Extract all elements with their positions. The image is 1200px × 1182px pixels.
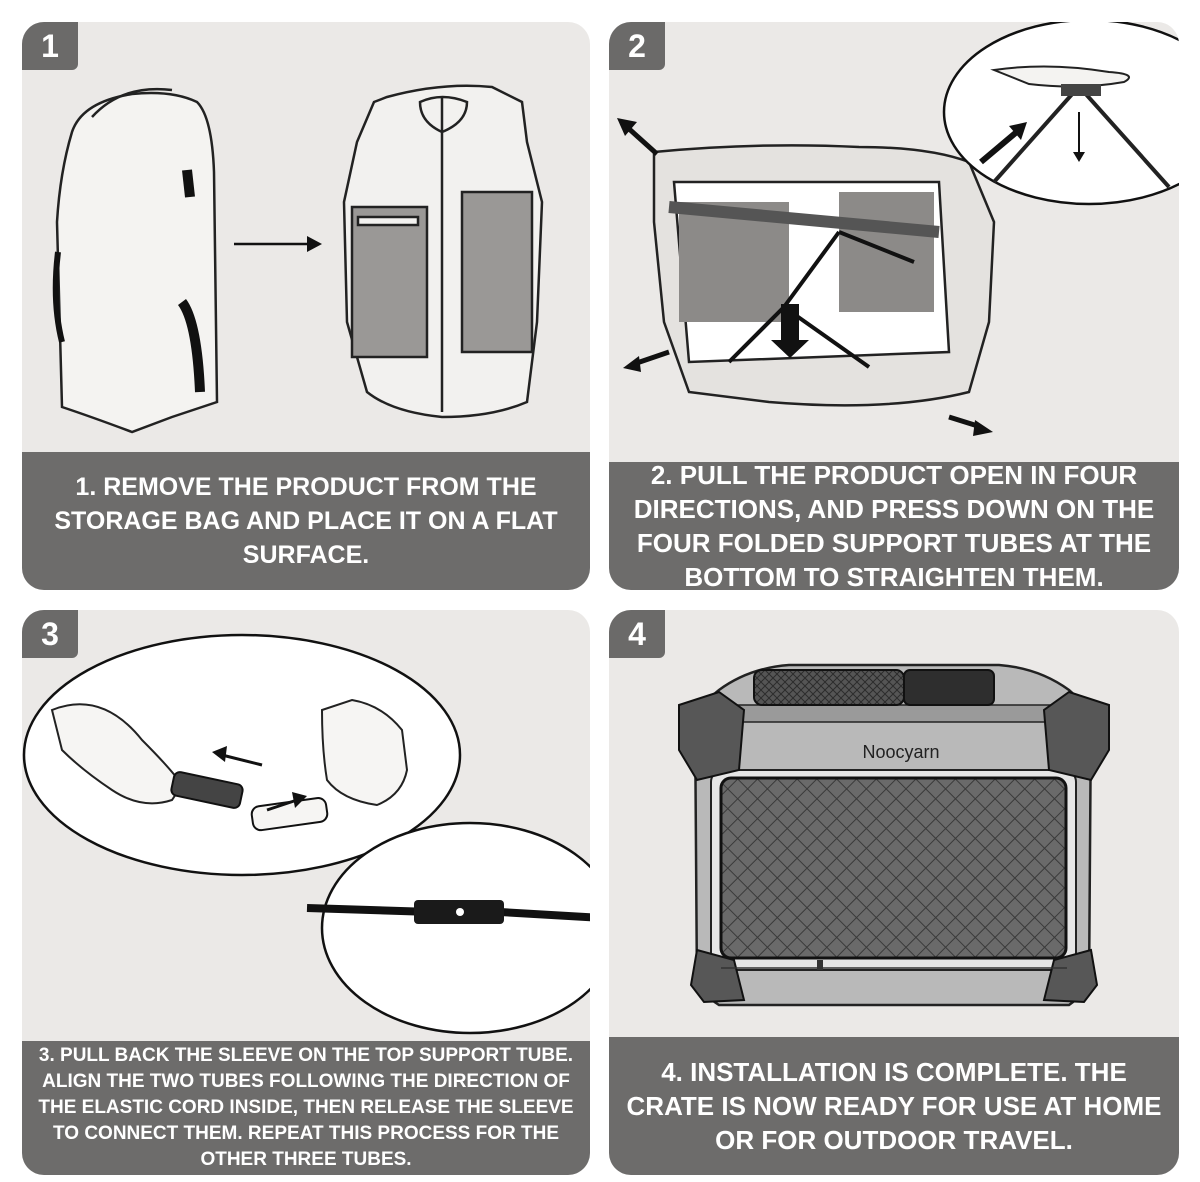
crate-icon: Noocyarn: [678, 663, 1110, 1007]
folded-crate-icon: [342, 84, 544, 419]
press-tube-icon: [942, 22, 1179, 206]
opening-crate-icon: [652, 144, 996, 407]
step-number-badge: 4: [609, 610, 665, 658]
arrow-right-icon: [234, 236, 322, 252]
step-1-panel: 1 1. REMOVE THE PRODUCT FROM THE STORAGE…: [22, 22, 590, 590]
step-4-illustration: Noocyarn: [678, 663, 1110, 1007]
brand-label: Noocyarn: [862, 742, 939, 762]
hands-tube-icon: [22, 633, 462, 877]
storage-bag-icon: [52, 87, 219, 434]
step-number-badge: 1: [22, 22, 78, 70]
step-caption: 2. PULL THE PRODUCT OPEN IN FOUR DIRECTI…: [609, 460, 1179, 590]
direction-arrows-icon: [617, 118, 993, 436]
step-caption: 3. PULL BACK THE SLEEVE ON THE TOP SUPPO…: [22, 1041, 590, 1175]
step-caption: 1. REMOVE THE PRODUCT FROM THE STORAGE B…: [22, 452, 590, 590]
step-number-badge: 2: [609, 22, 665, 70]
step-2-illustration: [617, 22, 1179, 436]
step-2-panel: 2: [609, 22, 1179, 590]
elastic-cord-icon: [306, 821, 590, 1035]
step-1-illustration: [52, 84, 544, 434]
step-3-panel: 3 3. PULL BACK THE SLEEVE ON THE TOP SUP…: [22, 610, 590, 1175]
step-number-badge: 3: [22, 610, 78, 658]
step-caption: 4. INSTALLATION IS COMPLETE. THE CRATE I…: [609, 1037, 1179, 1175]
step-3-illustration: [22, 633, 590, 1035]
step-4-panel: 4 Noocyarn 4. INST: [609, 610, 1179, 1175]
